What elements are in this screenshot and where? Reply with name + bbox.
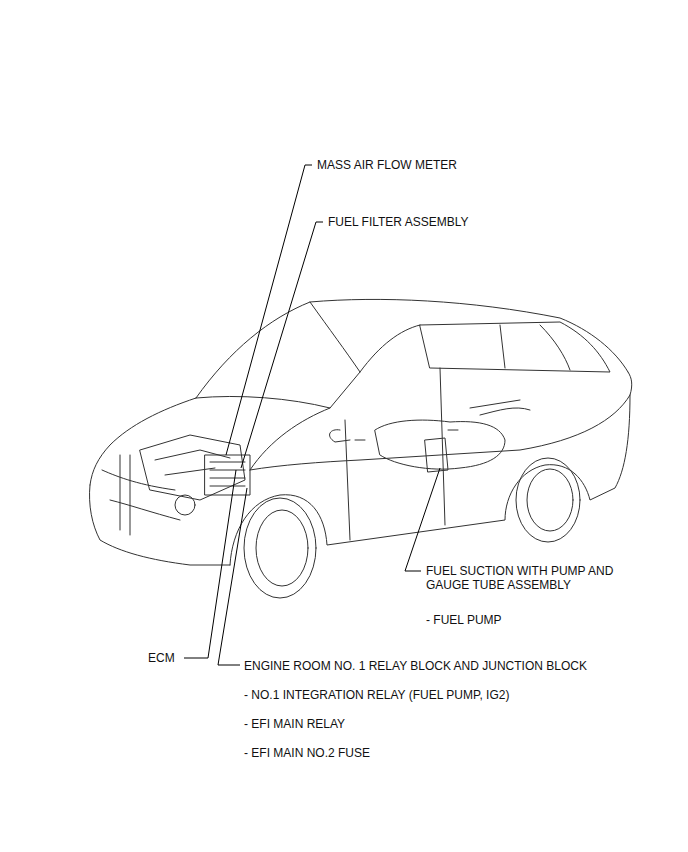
a-pillar [310,302,360,372]
relay-block-detail [210,462,245,486]
door-handle [355,440,365,441]
front-rim [256,510,308,586]
rear-door-edge [440,368,445,525]
pulley [175,495,195,515]
part-label: - EFI MAIN NO.2 FUSE [244,746,370,760]
fuel-pump [425,438,448,472]
c-pillar [540,325,570,370]
leader-line [405,468,440,571]
car-body [89,299,631,598]
part-label: ENGINE ROOM NO. 1 RELAY BLOCK AND JUNCTI… [244,659,587,673]
part-label: - FUEL PUMP [426,613,502,627]
hood-side [250,408,330,470]
windshield [196,325,420,408]
rocker-line [230,395,630,565]
rear-wheel [516,458,580,542]
leader-line [241,222,323,468]
part-label: FUEL FILTER ASSEMBLY [328,215,468,229]
front-bumper [89,485,230,565]
part-label: - NO.1 INTEGRATION RELAY (FUEL PUMP, IG2… [244,688,509,702]
leader-line [184,470,236,658]
b-pillar [500,325,505,368]
front-wheel [244,498,316,598]
part-label: - EFI MAIN RELAY [244,717,345,731]
radiator [120,455,130,535]
leader-line [218,488,247,665]
leader-line [226,165,312,455]
leader-lines [184,165,440,665]
side-windows [420,322,610,372]
part-label: ECM [148,651,175,665]
mirror [330,430,350,442]
headlight-line [102,470,175,490]
part-label: FUEL SUCTION WITH PUMP AND GAUGE TUBE AS… [426,564,626,592]
fuel-tank [375,420,505,469]
rear-rim [527,469,573,531]
fuel-lines [470,400,530,415]
roof-line [196,299,628,398]
door-handle [448,430,458,431]
front-door-edge [345,420,350,540]
part-label: MASS AIR FLOW METER [317,158,457,172]
